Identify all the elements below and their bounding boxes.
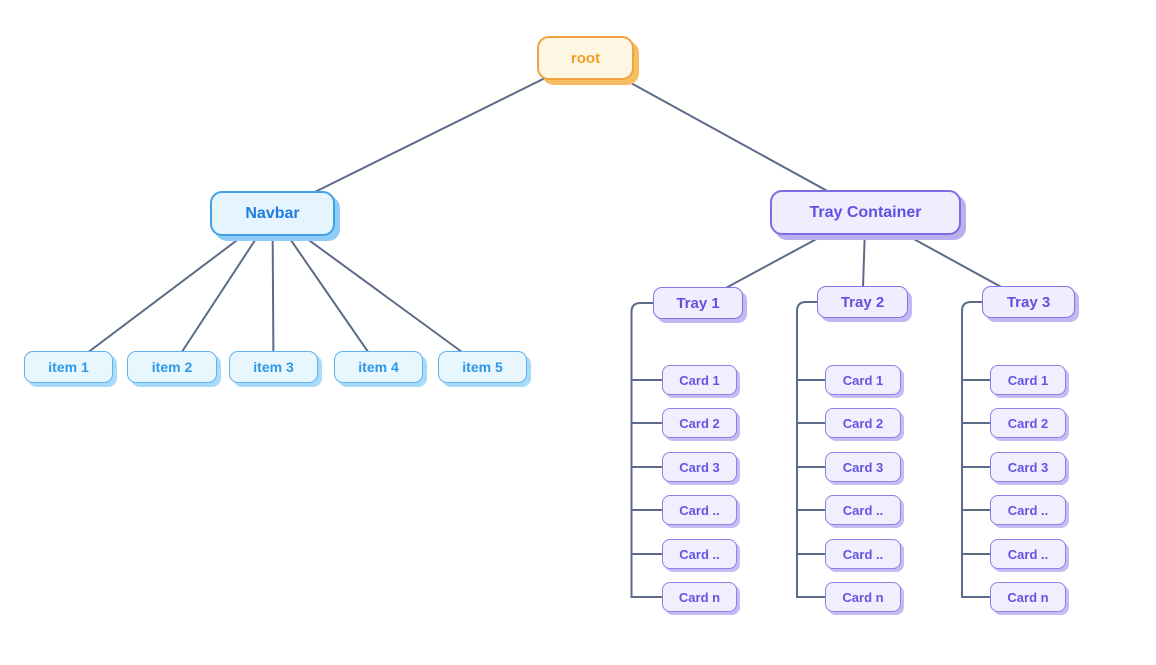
edge-navbar-item3: [271, 212, 275, 368]
edge-navbar-item2: [171, 212, 274, 368]
navbar-item-5: item 5: [438, 351, 527, 383]
tray1-card-4: Card ..: [662, 495, 737, 525]
tray-3-node: Tray 3: [982, 286, 1075, 318]
navbar-item-4: item 4: [334, 351, 423, 383]
tray3-card-2: Card 2: [990, 408, 1066, 438]
edge-navbar-item5: [271, 212, 484, 368]
edge-navbar-item4: [271, 212, 380, 368]
edge-root-tray-container: [584, 57, 867, 213]
spine-tray3: [961, 301, 991, 598]
tray2-card-2: Card 2: [825, 408, 901, 438]
tray2-card-n: Card n: [825, 582, 901, 612]
spine-tray1: [630, 302, 663, 598]
navbar-item-3: item 3: [229, 351, 318, 383]
tray3-card-5: Card ..: [990, 539, 1066, 569]
tray3-card-3: Card 3: [990, 452, 1066, 482]
tray1-card-5: Card ..: [662, 539, 737, 569]
root-node: root: [537, 36, 634, 80]
spine-tray2: [796, 301, 826, 598]
tray-1-node: Tray 1: [653, 287, 743, 319]
navbar-item-1: item 1: [24, 351, 113, 383]
tray1-card-2: Card 2: [662, 408, 737, 438]
tray1-card-1: Card 1: [662, 365, 737, 395]
tray-container-node: Tray Container: [770, 190, 961, 235]
tray3-card-4: Card ..: [990, 495, 1066, 525]
tray1-card-3: Card 3: [662, 452, 737, 482]
tray-2-node: Tray 2: [817, 286, 908, 318]
tray2-card-4: Card ..: [825, 495, 901, 525]
tray3-card-n: Card n: [990, 582, 1066, 612]
tray2-card-1: Card 1: [825, 365, 901, 395]
tray3-card-1: Card 1: [990, 365, 1066, 395]
navbar-node: Navbar: [210, 191, 335, 236]
tray1-card-n: Card n: [662, 582, 737, 612]
tray2-card-3: Card 3: [825, 452, 901, 482]
navbar-item-2: item 2: [127, 351, 217, 383]
edge-navbar-item1: [67, 212, 274, 368]
tray2-card-5: Card ..: [825, 539, 901, 569]
edge-root-navbar: [271, 57, 587, 214]
